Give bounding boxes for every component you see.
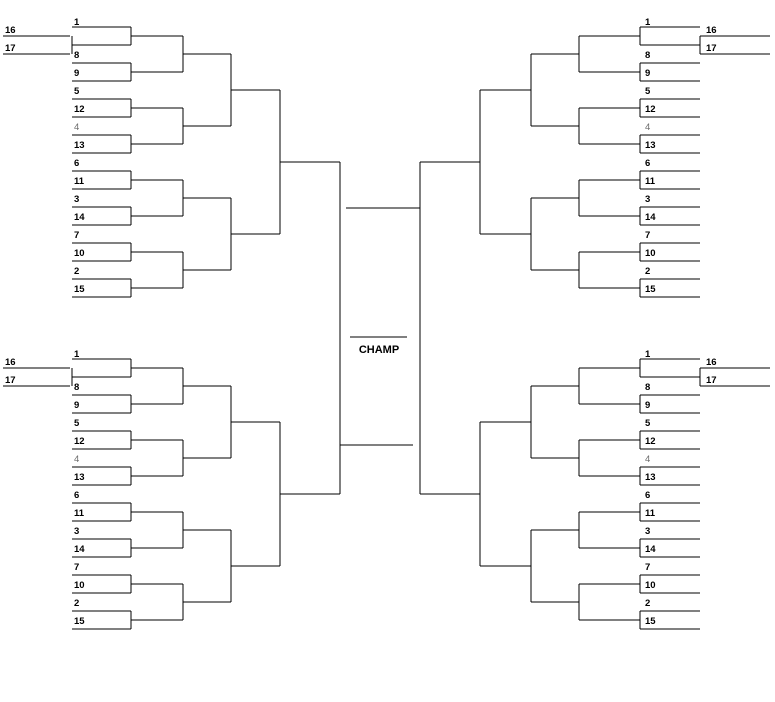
top-left-region-seed-label: 10: [74, 248, 85, 259]
top-right-region-seed-label: 1: [645, 17, 651, 28]
bottom-left-region-seed-label: 4: [74, 454, 79, 465]
bottom-left-region-seed-label: 14: [74, 544, 85, 555]
bottom-left-region-seed-label: 12: [74, 436, 85, 447]
bracket-lines: [3, 26, 770, 630]
top-right-region-seed-label: 11: [645, 176, 656, 187]
champ-label: CHAMP: [359, 344, 399, 356]
bottom-right-region-seed-label: 6: [645, 490, 650, 501]
top-left-region-seed-label: 14: [74, 212, 85, 223]
bottom-right-region-seed-label: 15: [645, 616, 656, 627]
bottom-right-region-seed-label: 10: [645, 580, 656, 591]
top-right-region-seed-label: 15: [645, 284, 656, 295]
bottom-left-region-seed-label: 2: [74, 598, 79, 609]
top-left-region-seed-label: 9: [74, 68, 79, 79]
bottom-left-region-seed-label: 9: [74, 400, 79, 411]
top-left-region-seed-label: 6: [74, 158, 79, 169]
top-left-region-seed-label: 11: [74, 176, 85, 187]
top-right-region-playin-label: 16: [706, 25, 717, 36]
bottom-left-region-seed-label: 8: [74, 382, 79, 393]
top-right-region-seed-label: 14: [645, 212, 656, 223]
top-right-region-seed-label: 13: [645, 140, 656, 151]
top-left-region-seed-label: 5: [74, 86, 80, 97]
bottom-right-region-seed-label: 4: [645, 454, 650, 465]
bottom-left-region-playin-label: 17: [5, 375, 16, 386]
bottom-right-region-seed-label: 8: [645, 382, 650, 393]
bottom-right-region-seed-label: 5: [645, 418, 651, 429]
top-left-region-seed-label: 8: [74, 50, 79, 61]
bottom-left-region-seed-label: 13: [74, 472, 85, 483]
bottom-left-region-seed-label: 10: [74, 580, 85, 591]
bottom-right-region-seed-label: 2: [645, 598, 650, 609]
top-left-region-playin-label: 17: [5, 43, 16, 54]
top-right-region-seed-label: 3: [645, 194, 650, 205]
top-right-region-seed-label: 8: [645, 50, 650, 61]
top-right-region-seed-label: 10: [645, 248, 656, 259]
bottom-right-region-playin-label: 17: [706, 375, 717, 386]
bottom-left-region-seed-label: 11: [74, 508, 85, 519]
bottom-right-region-seed-label: 7: [645, 562, 650, 573]
bottom-right-region-seed-label: 14: [645, 544, 656, 555]
bottom-right-region-seed-label: 1: [645, 349, 651, 360]
bottom-right-region-seed-label: 11: [645, 508, 656, 519]
top-right-region-playin-label: 17: [706, 43, 717, 54]
bottom-right-region-seed-label: 13: [645, 472, 656, 483]
top-right-region-seed-label: 5: [645, 86, 651, 97]
top-right-region-seed-label: 12: [645, 104, 656, 115]
top-left-region-seed-label: 1: [74, 17, 80, 28]
top-right-region-seed-label: 9: [645, 68, 650, 79]
bottom-right-region-seed-label: 3: [645, 526, 650, 537]
bottom-left-region-seed-label: 15: [74, 616, 85, 627]
top-left-region-seed-label: 13: [74, 140, 85, 151]
bottom-left-region-seed-label: 3: [74, 526, 79, 537]
top-right-region-seed-label: 4: [645, 122, 650, 133]
top-left-region-seed-label: 3: [74, 194, 79, 205]
bottom-left-region-seed-label: 6: [74, 490, 79, 501]
top-left-region-seed-label: 2: [74, 266, 79, 277]
seed-labels: 1895124136113147102151617189512413611314…: [5, 17, 717, 627]
top-left-region-seed-label: 12: [74, 104, 85, 115]
bottom-left-region-playin-label: 16: [5, 357, 16, 368]
bottom-left-region-seed-label: 5: [74, 418, 80, 429]
top-right-region-seed-label: 7: [645, 230, 650, 241]
bottom-right-region-playin-label: 16: [706, 357, 717, 368]
top-left-region-seed-label: 15: [74, 284, 85, 295]
bottom-right-region-seed-label: 9: [645, 400, 650, 411]
bottom-right-region-seed-label: 12: [645, 436, 656, 447]
top-left-region-seed-label: 4: [74, 122, 79, 133]
bottom-left-region-seed-label: 7: [74, 562, 79, 573]
bottom-left-region-seed-label: 1: [74, 349, 80, 360]
top-right-region-seed-label: 2: [645, 266, 650, 277]
top-left-region-playin-label: 16: [5, 25, 16, 36]
top-right-region-seed-label: 6: [645, 158, 650, 169]
top-left-region-seed-label: 7: [74, 230, 79, 241]
